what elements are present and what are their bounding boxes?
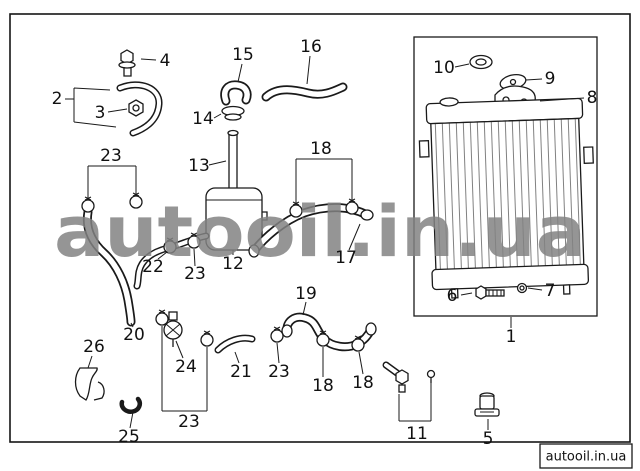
callout-6: 6: [447, 286, 458, 306]
watermark-credit-label: autooil.in.ua: [546, 450, 627, 465]
lower-hose-illustration: [281, 312, 377, 352]
callout-18a: 18: [310, 139, 332, 159]
small-hose-16-illustration: [261, 82, 348, 102]
callout-21: 21: [230, 362, 252, 382]
callout-20: 20: [123, 325, 145, 345]
callout-23d: 23: [178, 412, 200, 432]
callout-13: 13: [188, 156, 210, 176]
callout-17: 17: [335, 248, 357, 268]
diagram-border: [9, 13, 631, 443]
callout-26: 26: [83, 337, 105, 357]
joint-fitting-illustration: [382, 361, 436, 393]
small-hose-15-illustration: [220, 80, 252, 106]
callout-4: 4: [160, 51, 171, 71]
clamp-23d2-illustration: [200, 330, 214, 347]
callout-11: 11: [406, 424, 428, 444]
watermark-text: autooil.in.ua: [54, 191, 586, 273]
callout-22: 22: [142, 257, 164, 277]
callout-25: 25: [118, 427, 140, 447]
radiator-assembly: [413, 36, 598, 317]
bracket-strap-illustration: [116, 81, 163, 137]
callout-1: 1: [506, 327, 517, 347]
leader-lines: [65, 55, 585, 430]
mount-bolt-illustration: [475, 285, 505, 300]
callout-18c: 18: [352, 373, 374, 393]
callout-19: 19: [295, 284, 317, 304]
upper-hose-illustration: [248, 198, 374, 258]
bolt-illustration: [118, 49, 136, 77]
callout-16: 16: [300, 37, 322, 57]
callout-23c: 23: [268, 362, 290, 382]
callout-15: 15: [232, 45, 254, 65]
clamp-25-illustration: [119, 396, 142, 414]
clip-26-illustration: [74, 367, 105, 401]
callout-23a: 23: [100, 146, 122, 166]
callout-18b: 18: [312, 376, 334, 396]
clamp-23d1-illustration: [155, 309, 169, 326]
drain-plug-illustration: [474, 392, 500, 417]
callout-9: 9: [545, 69, 556, 89]
radiator-group-box: [413, 36, 598, 317]
callout-24: 24: [175, 357, 197, 377]
callout-7: 7: [545, 281, 556, 301]
small-hose-21-illustration: [214, 334, 256, 354]
washer-illustration: [516, 282, 528, 294]
reservoir-tube-illustration: [133, 232, 210, 290]
radiator-illustration: [418, 97, 594, 299]
clamp-23c-illustration: [270, 326, 284, 343]
long-pipe-illustration: [81, 192, 143, 327]
callout-8: 8: [587, 88, 598, 108]
drain-valve-illustration: [163, 311, 183, 347]
callout-3: 3: [95, 103, 106, 123]
watermark-credit: autooil.in.ua: [539, 443, 633, 469]
callout-12: 12: [222, 254, 244, 274]
reservoir-illustration: [205, 105, 268, 251]
grommet-illustration: [469, 54, 493, 70]
nut-illustration: [128, 99, 144, 117]
callout-2: 2: [52, 89, 63, 109]
callout-23b: 23: [184, 264, 206, 284]
callout-10: 10: [433, 58, 455, 78]
callout-5: 5: [483, 429, 494, 449]
callout-14: 14: [192, 109, 214, 129]
